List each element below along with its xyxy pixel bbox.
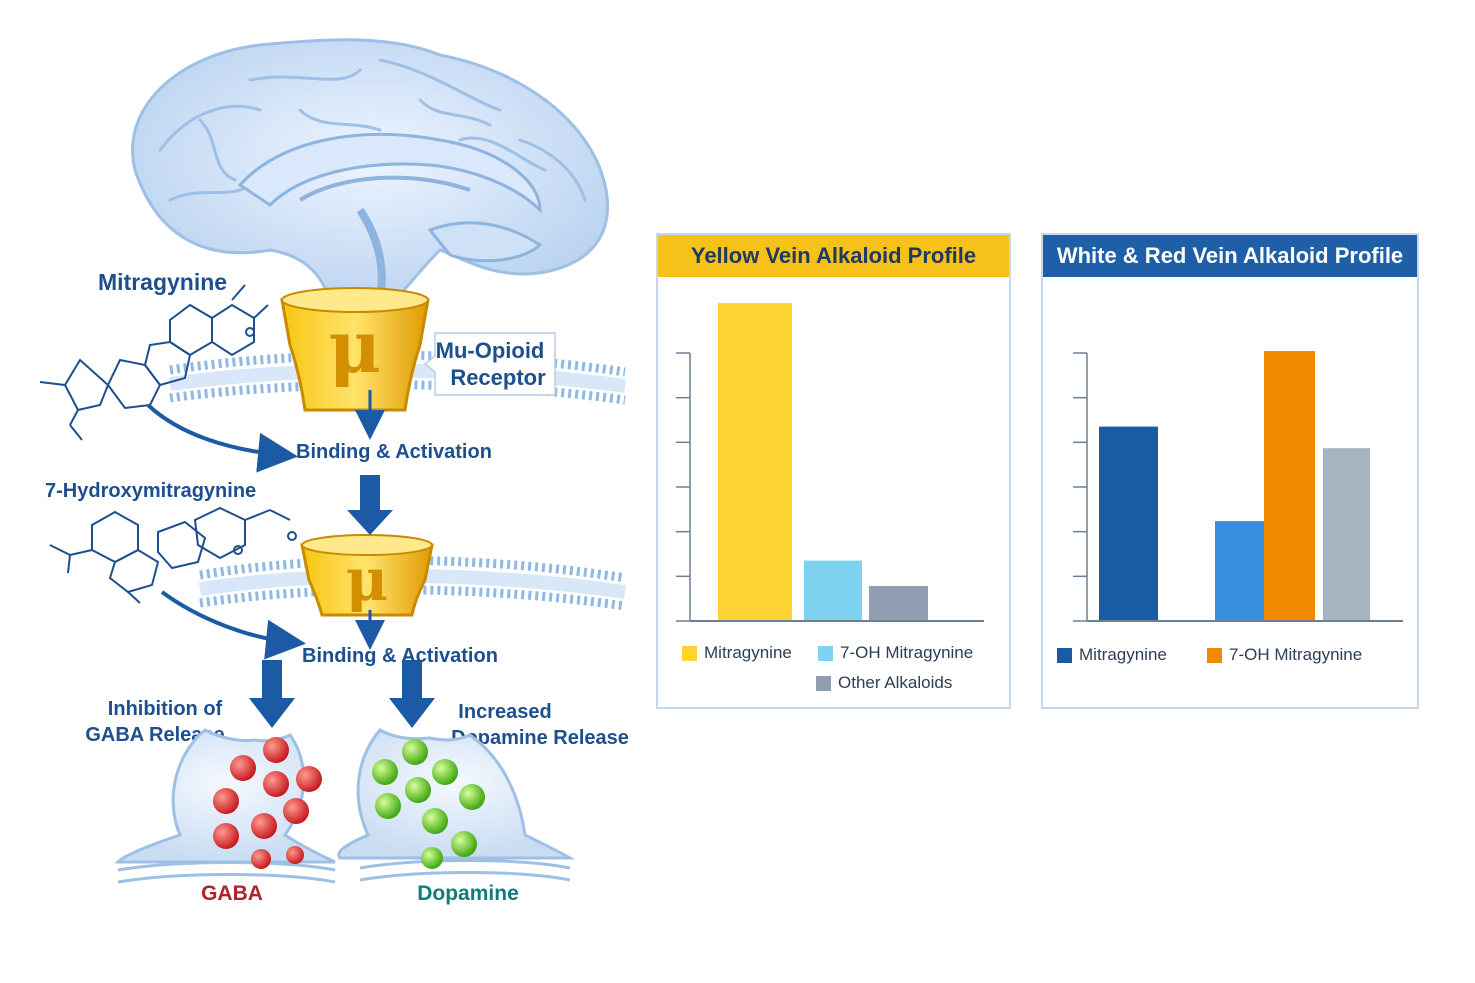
dopamine-ball bbox=[405, 777, 431, 803]
dopamine-ball bbox=[459, 784, 485, 810]
bar-1 bbox=[1099, 426, 1158, 621]
legend-swatch bbox=[818, 645, 833, 661]
legend-swatch bbox=[816, 675, 831, 691]
white-red-vein-chart-title: White & Red Vein Alkaloid Profile bbox=[1043, 235, 1417, 277]
legend-swatch bbox=[1057, 647, 1072, 663]
legend-item-7oh-mitragynine: 7-OH Mitragynine bbox=[1207, 645, 1362, 665]
dopamine-ball bbox=[375, 793, 401, 819]
legend-item-other-alkaloids: Other Alkaloids bbox=[816, 673, 952, 693]
yellow-vein-chart-title: Yellow Vein Alkaloid Profile bbox=[658, 235, 1009, 277]
yellow-vein-plot bbox=[676, 303, 984, 622]
receptor-label-line2: Receptor bbox=[450, 365, 546, 390]
gaba-inhibition-label-line2: GABA Release bbox=[85, 724, 224, 746]
dopamine-ball bbox=[402, 739, 428, 765]
mechanism-diagram: μ Mu-Opioid Receptor μ Mitra bbox=[39, 38, 629, 905]
dopamine-ball bbox=[451, 831, 477, 857]
dopamine-ball bbox=[422, 808, 448, 834]
dopamine-label: Dopamine bbox=[417, 882, 519, 905]
dopamine-ball bbox=[372, 759, 398, 785]
arrow-block-down-dopamine bbox=[389, 660, 435, 728]
legend-label: Other Alkaloids bbox=[838, 673, 953, 692]
legend-label: Mitragynine bbox=[1079, 645, 1167, 664]
gaba-inhibition-label-line1: Inhibition of bbox=[108, 698, 223, 720]
arrow-curve-lower bbox=[160, 590, 306, 660]
mu-opioid-receptor-upper: μ bbox=[280, 287, 430, 412]
mitragynine-label: Mitragynine bbox=[98, 269, 227, 295]
gaba-ball bbox=[251, 849, 271, 869]
legend-label: 7-OH Mitragynine bbox=[840, 643, 974, 662]
yellow-vein-legend: Mitragynine 7-OH Mitragynine Other Alkal… bbox=[658, 235, 1009, 707]
yellow-vein-chart: Yellow Vein Alkaloid Profile Mitragynine… bbox=[656, 233, 1011, 709]
receptor-label-line1: Mu-Opioid bbox=[436, 338, 545, 363]
receptor-label-box: Mu-Opioid Receptor bbox=[423, 332, 556, 396]
arrow-block-down-1 bbox=[347, 475, 393, 535]
dopamine-increase-label-line1: Increased bbox=[458, 701, 551, 723]
dopamine-vesicle bbox=[337, 728, 576, 882]
dopamine-increase-label-line2: Dopamine Release bbox=[451, 727, 629, 749]
gaba-ball bbox=[263, 771, 289, 797]
legend-label: Mitragynine bbox=[704, 643, 792, 662]
bar-1 bbox=[718, 303, 792, 621]
mu-opioid-receptor-lower: μ bbox=[300, 534, 434, 617]
hydroxymitragynine-label: 7-Hydroxymitragynine bbox=[45, 480, 256, 502]
bar-2 bbox=[1215, 521, 1264, 621]
binding-activation-label-2: Binding & Activation bbox=[302, 645, 498, 667]
legend-label: 7-OH Mitragynine bbox=[1229, 645, 1363, 664]
legend-item-mitragynine: Mitragynine bbox=[682, 643, 792, 663]
bar-3 bbox=[1264, 351, 1315, 621]
brain-illustration bbox=[131, 38, 609, 302]
arrow-block-down-gaba bbox=[249, 660, 295, 728]
gaba-label: GABA bbox=[201, 882, 263, 905]
dopamine-molecules bbox=[372, 739, 485, 869]
receptor-symbol-upper: μ bbox=[329, 304, 382, 389]
white-red-vein-legend: Mitragynine 7-OH Mitragynine bbox=[1043, 235, 1417, 707]
legend-item-mitragynine: Mitragynine bbox=[1057, 645, 1167, 665]
gaba-ball bbox=[213, 823, 239, 849]
white-red-vein-chart: White & Red Vein Alkaloid Profile Mitrag… bbox=[1041, 233, 1419, 709]
bar-3 bbox=[869, 586, 928, 621]
binding-activation-label-1: Binding & Activation bbox=[296, 441, 492, 463]
dopamine-ball bbox=[432, 759, 458, 785]
flow-arrows bbox=[146, 390, 435, 728]
bar-2 bbox=[804, 560, 862, 621]
legend-swatch bbox=[682, 645, 697, 661]
arrow-curve-upper bbox=[146, 403, 298, 473]
gaba-ball bbox=[263, 737, 289, 763]
gaba-ball bbox=[286, 846, 304, 864]
gaba-ball bbox=[296, 766, 322, 792]
dopamine-ball bbox=[421, 847, 443, 869]
legend-item-7oh-mitragynine: 7-OH Mitragynine bbox=[818, 643, 973, 663]
gaba-ball bbox=[283, 798, 309, 824]
gaba-molecules bbox=[213, 737, 322, 869]
gaba-ball bbox=[230, 755, 256, 781]
white-red-vein-plot bbox=[1073, 351, 1403, 622]
receptor-symbol-lower: μ bbox=[346, 546, 388, 614]
bar-4 bbox=[1323, 448, 1370, 621]
gaba-ball bbox=[251, 813, 277, 839]
legend-swatch bbox=[1207, 647, 1222, 663]
gaba-ball bbox=[213, 788, 239, 814]
hydroxymitragynine-structure bbox=[49, 506, 297, 604]
